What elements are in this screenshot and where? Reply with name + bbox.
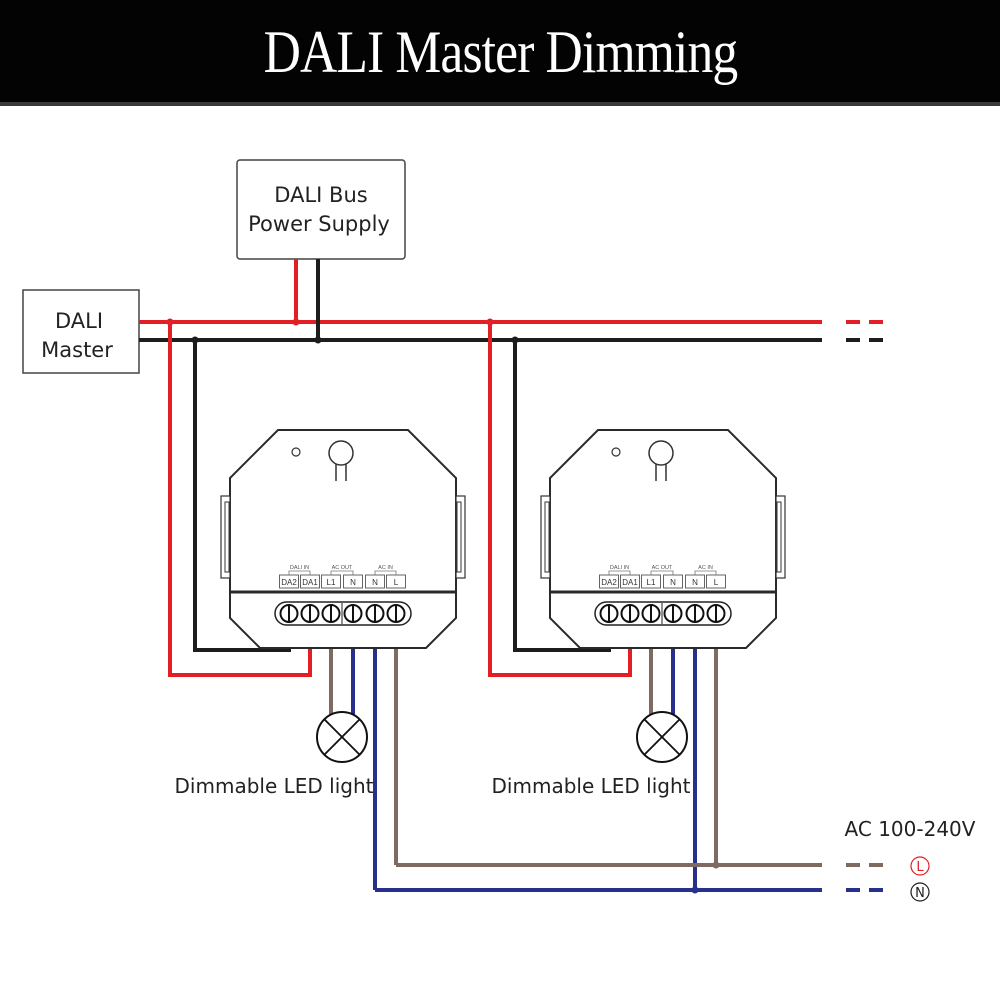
status-led-icon bbox=[291, 447, 301, 457]
terminal-label-n: N bbox=[350, 578, 356, 587]
title-bar: DALI Master Dimming bbox=[0, 0, 1000, 106]
terminal-label-l: L bbox=[394, 578, 399, 587]
antenna-loop-icon bbox=[328, 440, 354, 466]
line-symbol: L bbox=[910, 856, 930, 876]
right-clip-inner bbox=[456, 501, 462, 573]
terminal-group-label: DALI IN bbox=[290, 565, 309, 571]
line-symbol-text: L bbox=[916, 860, 924, 875]
terminal-group-bracket bbox=[288, 570, 311, 575]
page-title: DALI Master Dimming bbox=[263, 18, 738, 85]
junction-dot bbox=[511, 336, 519, 344]
terminal-group-label: AC IN bbox=[378, 565, 393, 571]
terminal-label-n: N bbox=[372, 578, 378, 587]
left-clip-inner bbox=[544, 501, 550, 573]
terminal-label-da1: DA1 bbox=[622, 578, 638, 587]
dali-master-box: DALI Master bbox=[22, 289, 140, 374]
junction-dot bbox=[292, 318, 300, 326]
terminal-group-bracket bbox=[608, 570, 631, 575]
dali-positive-tap-wire-1 bbox=[168, 322, 312, 677]
modules: DA2 DA1 L1 N N L DALI IN AC OUT AC IN DA2 DA1 L1 N N L… bbox=[220, 429, 786, 649]
master-label-line2: Master bbox=[41, 338, 113, 362]
antenna-loop-icon bbox=[648, 440, 674, 466]
terminal-label-l1: L1 bbox=[647, 578, 656, 587]
dali-bus-power-supply-box: DALI Bus Power Supply bbox=[236, 159, 406, 260]
dali-dimmer-module-1: DA2 DA1 L1 N N L DALI IN AC OUT AC IN bbox=[220, 429, 466, 649]
power-supply-label-line1: DALI Bus bbox=[274, 183, 367, 207]
light-label-2: Dimmable LED light bbox=[492, 774, 691, 798]
power-supply-label-line2: Power Supply bbox=[248, 212, 390, 236]
terminal-label-n: N bbox=[670, 578, 676, 587]
lamp-cross bbox=[323, 718, 361, 756]
junction-dot bbox=[166, 318, 174, 326]
terminal-label-l1: L1 bbox=[327, 578, 336, 587]
terminal-group-bracket bbox=[650, 570, 674, 575]
terminal-group-label: DALI IN bbox=[610, 565, 629, 571]
dimmable-led-light-icon-1 bbox=[316, 711, 368, 763]
terminal-group-bracket bbox=[374, 570, 397, 575]
junction-dot bbox=[486, 318, 494, 326]
dali-dimmer-module-2: DA2 DA1 L1 N N L DALI IN AC OUT AC IN bbox=[540, 429, 786, 649]
terminal-label-l: L bbox=[714, 578, 719, 587]
terminal-group-label: AC OUT bbox=[332, 565, 353, 571]
terminal-group-bracket bbox=[694, 570, 717, 575]
status-led-icon bbox=[611, 447, 621, 457]
lamp-cross bbox=[643, 718, 681, 756]
dimmable-led-light-icon-2 bbox=[636, 711, 688, 763]
junction-dot bbox=[191, 336, 199, 344]
master-label-line1: DALI bbox=[55, 309, 103, 333]
terminal-label-da2: DA2 bbox=[601, 578, 617, 587]
light-label-1: Dimmable LED light bbox=[175, 774, 374, 798]
terminal-group-label: AC IN bbox=[698, 565, 713, 571]
neutral-symbol: N bbox=[910, 882, 930, 902]
terminal-group-label: AC OUT bbox=[652, 565, 673, 571]
right-clip-inner bbox=[776, 501, 782, 573]
terminal-label-da1: DA1 bbox=[302, 578, 318, 587]
terminal-group-bracket bbox=[330, 570, 354, 575]
dali-positive-tap-wire-2 bbox=[488, 322, 632, 677]
terminal-label-da2: DA2 bbox=[281, 578, 297, 587]
junction-dot bbox=[314, 336, 322, 344]
supply-voltage-label: AC 100-240V bbox=[845, 817, 976, 841]
left-clip-inner bbox=[224, 501, 230, 573]
neutral-symbol-text: N bbox=[915, 886, 925, 901]
terminal-label-n: N bbox=[692, 578, 698, 587]
lamps bbox=[316, 711, 688, 763]
